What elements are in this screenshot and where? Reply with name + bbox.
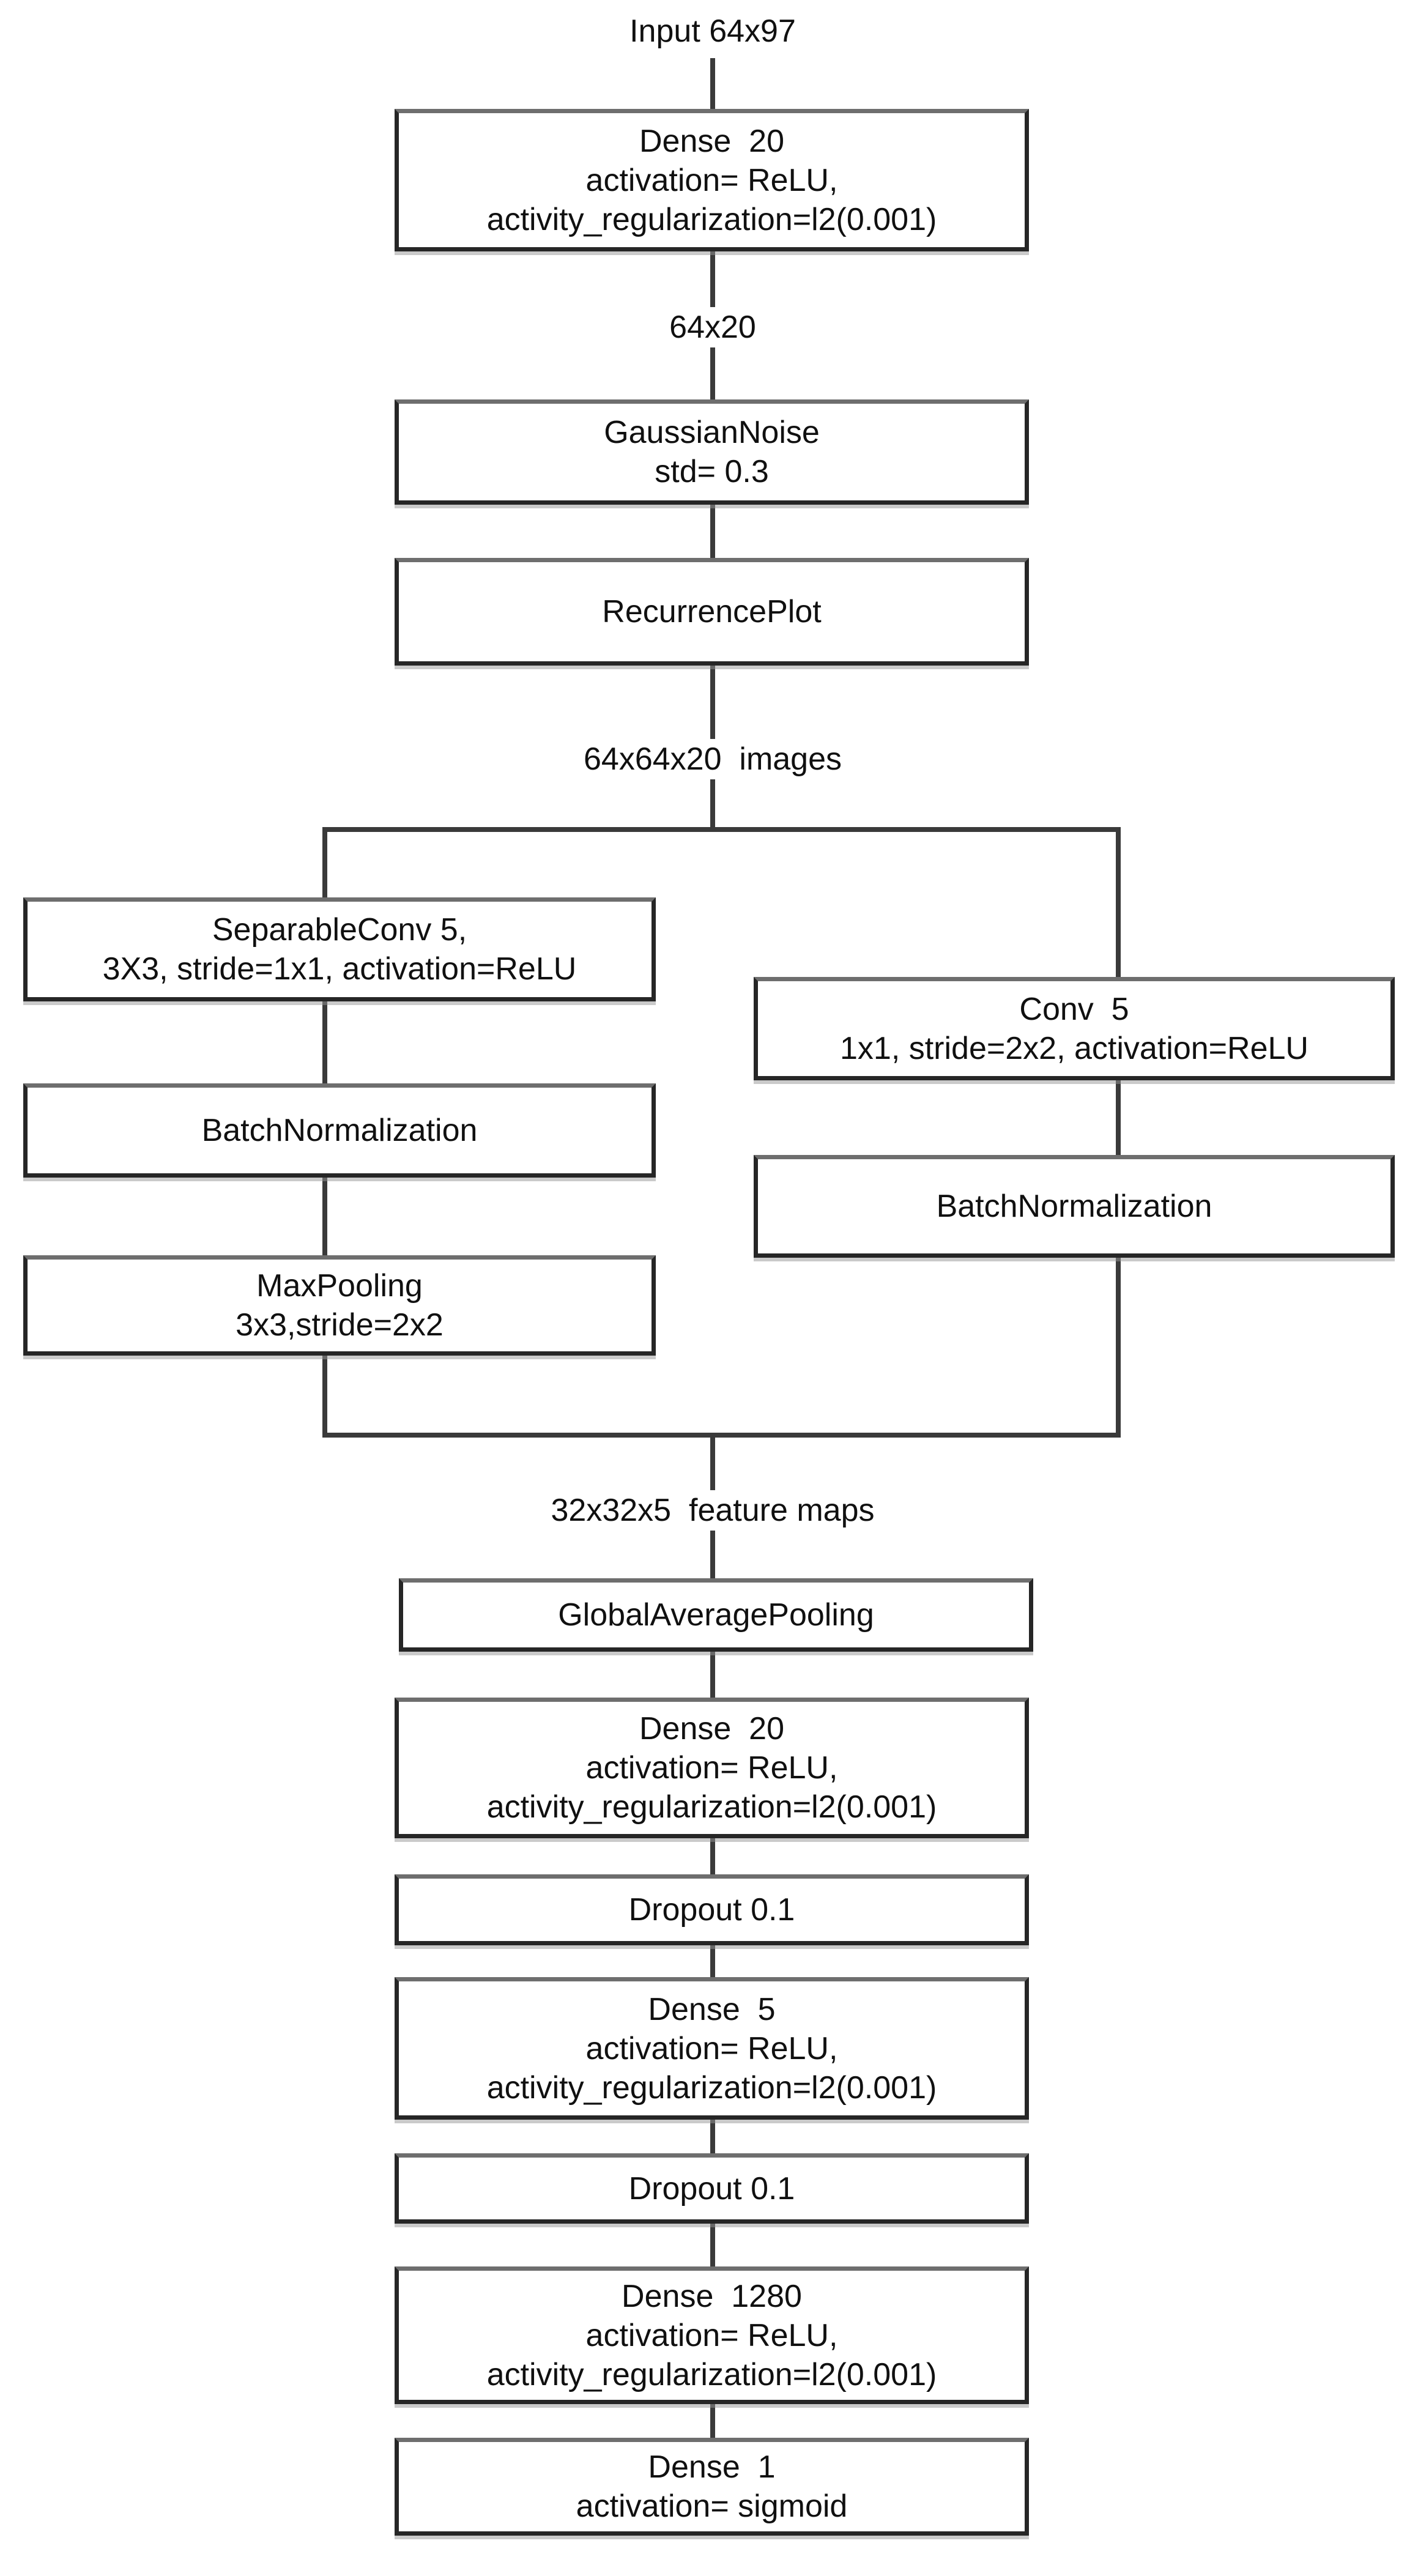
connector-batchnorm-to-merge (1116, 1253, 1121, 1438)
node-dense-5: Dense 5 activation= ReLU, activity_regul… (395, 1977, 1029, 2120)
node-line: activation= ReLU, (585, 162, 838, 198)
node-line: std= 0.3 (655, 454, 769, 489)
node-line: activation= ReLU, (585, 2030, 838, 2066)
connector-dense-to-output (710, 2400, 715, 2442)
node-dense-output: Dense 1 activation= sigmoid (395, 2438, 1029, 2536)
node-line: GlobalAveragePooling (558, 1597, 874, 1633)
node-line: activation= ReLU, (585, 2317, 838, 2353)
node-dense-1280: Dense 1280 activation= ReLU, activity_re… (395, 2266, 1029, 2404)
node-line: Dense 1280 (622, 2278, 802, 2314)
shape-label-images: 64x64x20 images (567, 739, 858, 779)
connector-split-to-conv (1116, 827, 1121, 981)
node-line: activity_regularization=l2(0.001) (486, 201, 937, 237)
node-line: Dense 20 (639, 1711, 785, 1746)
node-global-average-pooling: GlobalAveragePooling (399, 1578, 1033, 1652)
node-gaussian-noise: GaussianNoise std= 0.3 (395, 399, 1029, 505)
connector-dropout1-to-dense (710, 1941, 715, 1981)
node-line: GaussianNoise (604, 415, 820, 450)
node-line: activity_regularization=l2(0.001) (486, 1789, 937, 1825)
node-line: Dropout 0.1 (628, 2170, 795, 2207)
node-recurrence-plot: RecurrencePlot (395, 558, 1029, 666)
node-batch-normalization-left: BatchNormalization (23, 1083, 656, 1178)
node-line: activity_regularization=l2(0.001) (486, 2356, 937, 2392)
connector-batchnorm-to-maxpool (322, 1173, 327, 1260)
node-line: BatchNormalization (201, 1113, 478, 1148)
node-line: 3x3,stride=2x2 (236, 1307, 444, 1343)
node-line: activation= sigmoid (576, 2489, 848, 2524)
node-line: Dense 20 (639, 123, 785, 159)
node-batch-normalization-right: BatchNormalization (754, 1155, 1395, 1258)
node-max-pooling: MaxPooling 3x3,stride=2x2 (23, 1255, 656, 1356)
node-line: activation= ReLU, (585, 1750, 838, 1786)
input-shape-label: Input 64x97 (614, 11, 812, 51)
connector-dropout2-to-dense (710, 2219, 715, 2271)
node-dense-20-bottom: Dense 20 activation= ReLU, activity_regu… (395, 1698, 1029, 1838)
connector-dense-to-dropout2 (710, 2115, 715, 2158)
node-dense-20-top: Dense 20 activation= ReLU, activity_regu… (395, 109, 1029, 251)
connector-split-to-sepconv (322, 827, 327, 902)
node-dropout-1: Dropout 0.1 (395, 1874, 1029, 1945)
shape-label-feature-maps: 32x32x5 feature maps (535, 1490, 891, 1531)
node-line: RecurrencePlot (602, 594, 822, 629)
node-line: Dense 5 (648, 1991, 776, 2027)
node-line: activity_regularization=l2(0.001) (486, 2069, 937, 2106)
connector-maxpool-to-merge (322, 1351, 327, 1438)
node-separable-conv: SeparableConv 5, 3X3, stride=1x1, activa… (23, 897, 656, 1001)
node-line: Dense 1 (648, 2449, 776, 2485)
node-line: 1x1, stride=2x2, activation=ReLU (840, 1030, 1309, 1066)
node-dropout-2: Dropout 0.1 (395, 2153, 1029, 2224)
node-line: Conv 5 (1019, 991, 1129, 1027)
connector-conv-to-batchnorm (1116, 1076, 1121, 1159)
node-line: MaxPooling (256, 1268, 423, 1304)
node-line: Dropout 0.1 (628, 1892, 795, 1928)
node-line: SeparableConv 5, (212, 912, 467, 948)
node-line: 3X3, stride=1x1, activation=ReLU (102, 951, 577, 987)
connector-dense-to-dropout1 (710, 1834, 715, 1879)
node-conv: Conv 5 1x1, stride=2x2, activation=ReLU (754, 977, 1395, 1080)
connector-sepconv-to-batchnorm (322, 997, 327, 1088)
connector-input-to-dense (710, 58, 715, 110)
node-line: BatchNormalization (936, 1189, 1212, 1224)
branch-merge-line (322, 1433, 1121, 1438)
branch-split-line (322, 827, 1121, 832)
shape-label-64x20: 64x20 (653, 307, 772, 347)
connector-gap-to-dense (710, 1647, 715, 1702)
connector-gaussian-to-recurrence (710, 505, 715, 559)
